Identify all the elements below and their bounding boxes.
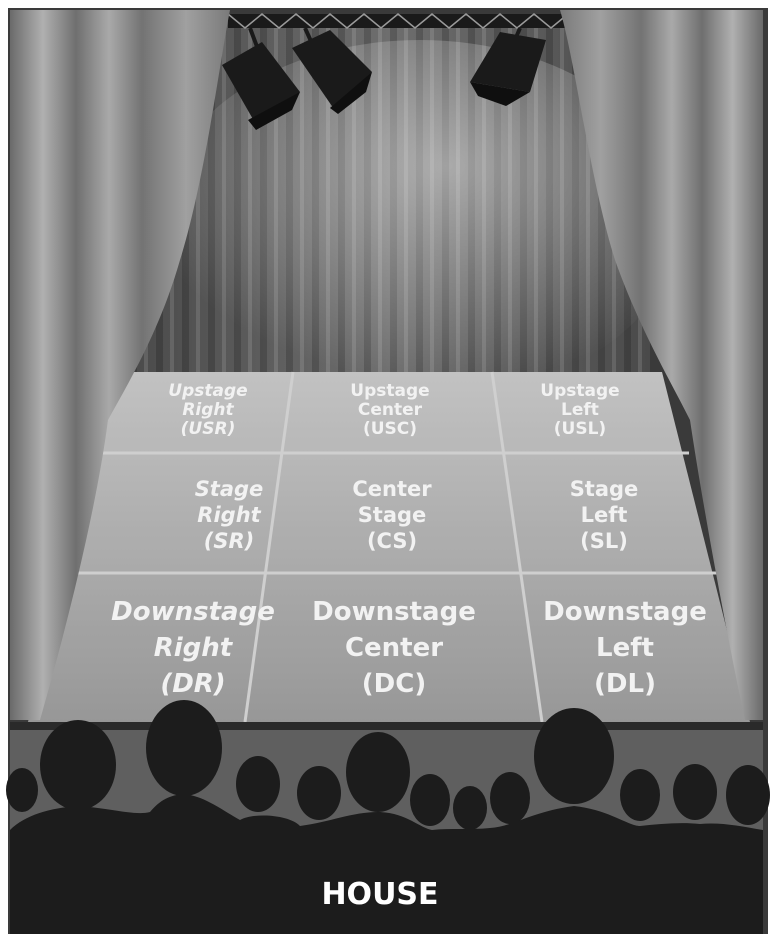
- right-curtain: [560, 10, 763, 720]
- zone-dc-line: Downstage: [312, 597, 476, 627]
- zone-usl-line: Left: [561, 400, 599, 420]
- zone-sl-line: (SL): [580, 529, 628, 553]
- zone-dl-line: (DL): [594, 669, 656, 699]
- zone-usr-line: (USR): [181, 419, 236, 439]
- audience-silhouette-icon: [6, 700, 770, 934]
- zone-usl-line: Upstage: [540, 381, 619, 401]
- house-label: HOUSE: [321, 877, 438, 912]
- zone-sl-line: Left: [581, 503, 628, 527]
- zone-sr-line: (SR): [204, 529, 255, 553]
- spotlight-icon: [470, 27, 546, 106]
- zone-sl-line: Stage: [570, 477, 639, 501]
- zone-dl-line: Downstage: [543, 597, 707, 627]
- spotlight-icon: [222, 27, 300, 130]
- zone-usr-line: Right: [182, 400, 234, 420]
- stage-grid-lines: [63, 371, 720, 723]
- zone-cs-line: Center: [352, 477, 432, 501]
- zone-usc-line: Upstage: [350, 381, 429, 401]
- zone-dc-line: (DC): [362, 669, 426, 699]
- zone-cs-line: (CS): [367, 529, 417, 553]
- zone-usl-line: (USL): [554, 419, 606, 439]
- zone-dl-line: Left: [596, 633, 654, 663]
- zone-sr-line: Stage: [195, 477, 264, 501]
- left-curtain: [10, 10, 230, 720]
- spotlight-icon: [292, 27, 372, 114]
- zone-usr-line: Upstage: [168, 381, 247, 401]
- zone-usc-line: (USC): [363, 419, 417, 439]
- zone-dc-line: Center: [345, 633, 443, 663]
- zone-sr-line: Right: [197, 503, 261, 527]
- zone-dr-line: (DR): [160, 669, 225, 699]
- zone-usc-line: Center: [358, 400, 423, 420]
- zone-dr-line: Right: [154, 633, 234, 663]
- stage-floor: [28, 372, 750, 722]
- lighting-truss: [227, 13, 569, 29]
- zone-dr-line: Downstage: [111, 597, 275, 627]
- zone-cs-line: Stage: [358, 503, 427, 527]
